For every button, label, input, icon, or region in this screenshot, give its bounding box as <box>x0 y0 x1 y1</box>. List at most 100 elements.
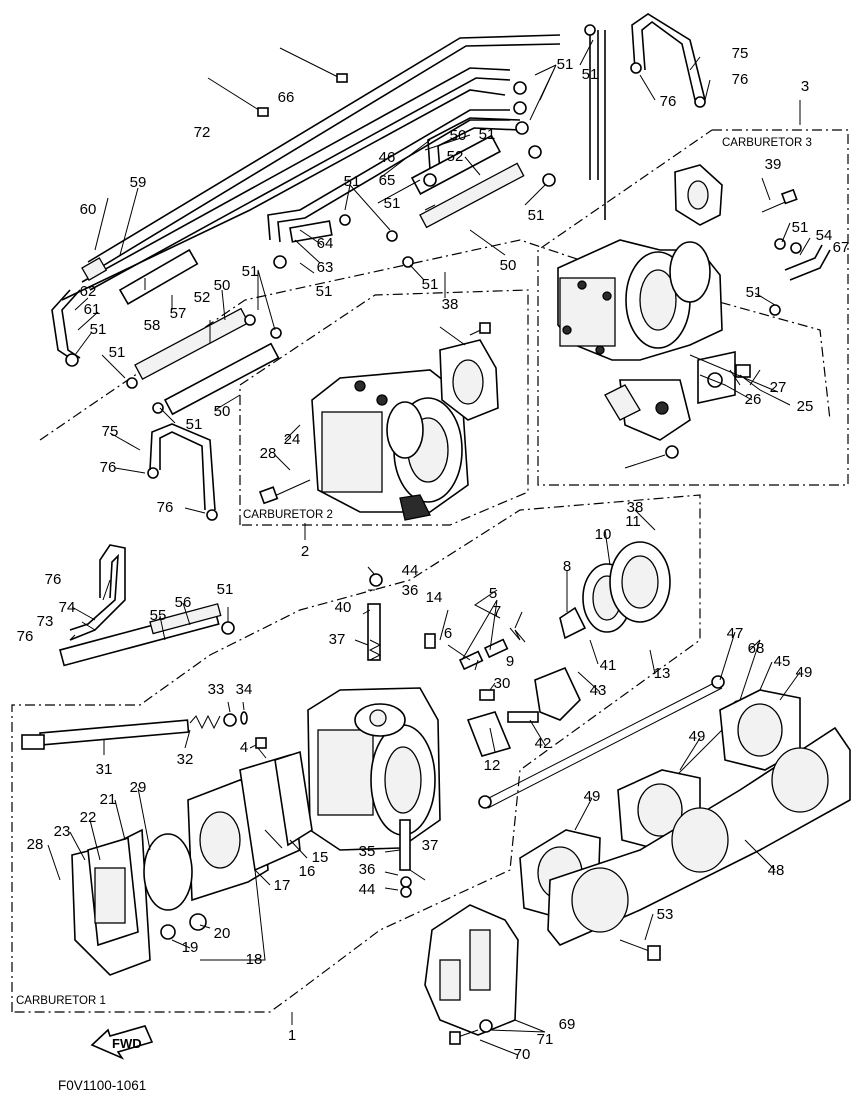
callout-36a: 36 <box>402 582 419 599</box>
carburetor-1-box <box>11 494 701 1013</box>
callout-76d: 76 <box>157 499 174 516</box>
callout-49b: 49 <box>689 728 706 745</box>
leader-lines <box>47 39 811 1056</box>
callout-55: 55 <box>150 607 167 624</box>
callout-71: 71 <box>537 1031 554 1048</box>
callout-58: 58 <box>144 317 161 334</box>
callout-10: 10 <box>595 526 612 543</box>
callout-38b: 38 <box>627 499 644 516</box>
callout-62: 62 <box>80 283 97 300</box>
callout-20: 20 <box>214 925 231 942</box>
cable-ties <box>207 47 348 117</box>
callout-49a: 49 <box>796 664 813 681</box>
callout-42: 42 <box>535 735 552 752</box>
callout-51b: 51 <box>582 66 599 83</box>
callout-50c: 50 <box>214 277 231 294</box>
carburetor-3-box <box>537 129 849 486</box>
hose-74 <box>59 544 222 667</box>
carburetor-1-label: CARBURETOR 1 <box>16 995 106 1007</box>
callout-labels: 1 2 3 4 5 6 7 8 9 10 11 12 13 14 15 16 1… <box>17 45 850 1063</box>
callout-76b: 76 <box>660 93 677 110</box>
callout-15: 15 <box>312 849 329 866</box>
callout-7: 7 <box>493 603 501 620</box>
callout-24: 24 <box>284 431 301 448</box>
callout-22: 22 <box>80 809 97 826</box>
callout-51c: 51 <box>479 126 496 143</box>
hose-75-left <box>149 423 216 511</box>
carburetor-3-label: CARBURETOR 3 <box>722 137 812 149</box>
callout-33: 33 <box>208 681 225 698</box>
callout-44b: 44 <box>359 881 376 898</box>
callout-14: 14 <box>426 589 443 606</box>
callout-23: 23 <box>54 823 71 840</box>
callout-38a: 38 <box>442 296 459 313</box>
callout-5: 5 <box>489 585 497 602</box>
callout-26: 26 <box>745 391 762 408</box>
callout-12: 12 <box>484 757 501 774</box>
callout-65: 65 <box>379 172 396 189</box>
callout-41: 41 <box>600 657 617 674</box>
callout-9: 9 <box>506 653 514 670</box>
callout-25: 25 <box>797 398 814 415</box>
callout-8: 8 <box>563 558 571 575</box>
callout-69: 69 <box>559 1016 576 1033</box>
callout-70: 70 <box>514 1046 531 1063</box>
callout-28b: 28 <box>27 836 44 853</box>
callout-44a: 44 <box>402 562 419 579</box>
callout-74: 74 <box>59 599 76 616</box>
callout-30: 30 <box>494 675 511 692</box>
callout-35: 35 <box>359 843 376 860</box>
callout-51g: 51 <box>316 283 333 300</box>
intake-manifold-gaskets <box>519 689 851 961</box>
forward-arrow: FWD <box>90 1025 154 1060</box>
callout-50b: 50 <box>500 257 517 274</box>
callout-17: 17 <box>274 877 291 894</box>
callout-51h: 51 <box>422 276 439 293</box>
callout-76a: 76 <box>732 71 749 88</box>
callout-2: 2 <box>301 543 309 560</box>
callout-29: 29 <box>130 779 147 796</box>
carburetor-1 <box>21 541 753 976</box>
callout-11: 11 <box>625 513 641 530</box>
callout-32: 32 <box>177 751 194 768</box>
callout-48: 48 <box>768 862 785 879</box>
callout-68: 68 <box>748 640 765 657</box>
hose-clips <box>65 24 786 635</box>
callout-51m: 51 <box>792 219 809 236</box>
callout-39: 39 <box>765 156 782 173</box>
callout-40: 40 <box>335 599 352 616</box>
callout-50a: 50 <box>450 127 467 144</box>
callout-63: 63 <box>317 259 334 276</box>
callout-61: 61 <box>84 301 101 318</box>
callout-73: 73 <box>37 613 54 630</box>
callout-27: 27 <box>770 379 787 396</box>
callout-51o: 51 <box>217 581 234 598</box>
callout-36b: 36 <box>359 861 376 878</box>
callout-21: 21 <box>100 791 117 808</box>
callout-76f: 76 <box>17 628 34 645</box>
callout-51d: 51 <box>344 173 361 190</box>
callout-46: 46 <box>379 149 396 166</box>
callout-18: 18 <box>246 951 263 968</box>
callout-51k: 51 <box>109 344 126 361</box>
callout-34: 34 <box>236 681 253 698</box>
callout-19: 19 <box>182 939 199 956</box>
callout-64: 64 <box>317 235 334 252</box>
callout-13: 13 <box>654 665 671 682</box>
callout-51e: 51 <box>384 195 401 212</box>
callout-51i: 51 <box>242 263 259 280</box>
callout-52a: 52 <box>447 148 464 165</box>
callout-72: 72 <box>194 124 211 141</box>
callout-45: 45 <box>774 653 791 670</box>
callout-54: 54 <box>816 227 833 244</box>
callout-4: 4 <box>240 739 248 756</box>
callout-50d: 50 <box>214 403 231 420</box>
callout-31: 31 <box>96 761 113 778</box>
callout-37b: 37 <box>422 837 439 854</box>
callout-59: 59 <box>130 174 147 191</box>
callout-66: 66 <box>278 89 295 106</box>
callout-53: 53 <box>657 906 674 923</box>
carburetor-2 <box>258 322 499 521</box>
callout-47: 47 <box>727 625 744 642</box>
